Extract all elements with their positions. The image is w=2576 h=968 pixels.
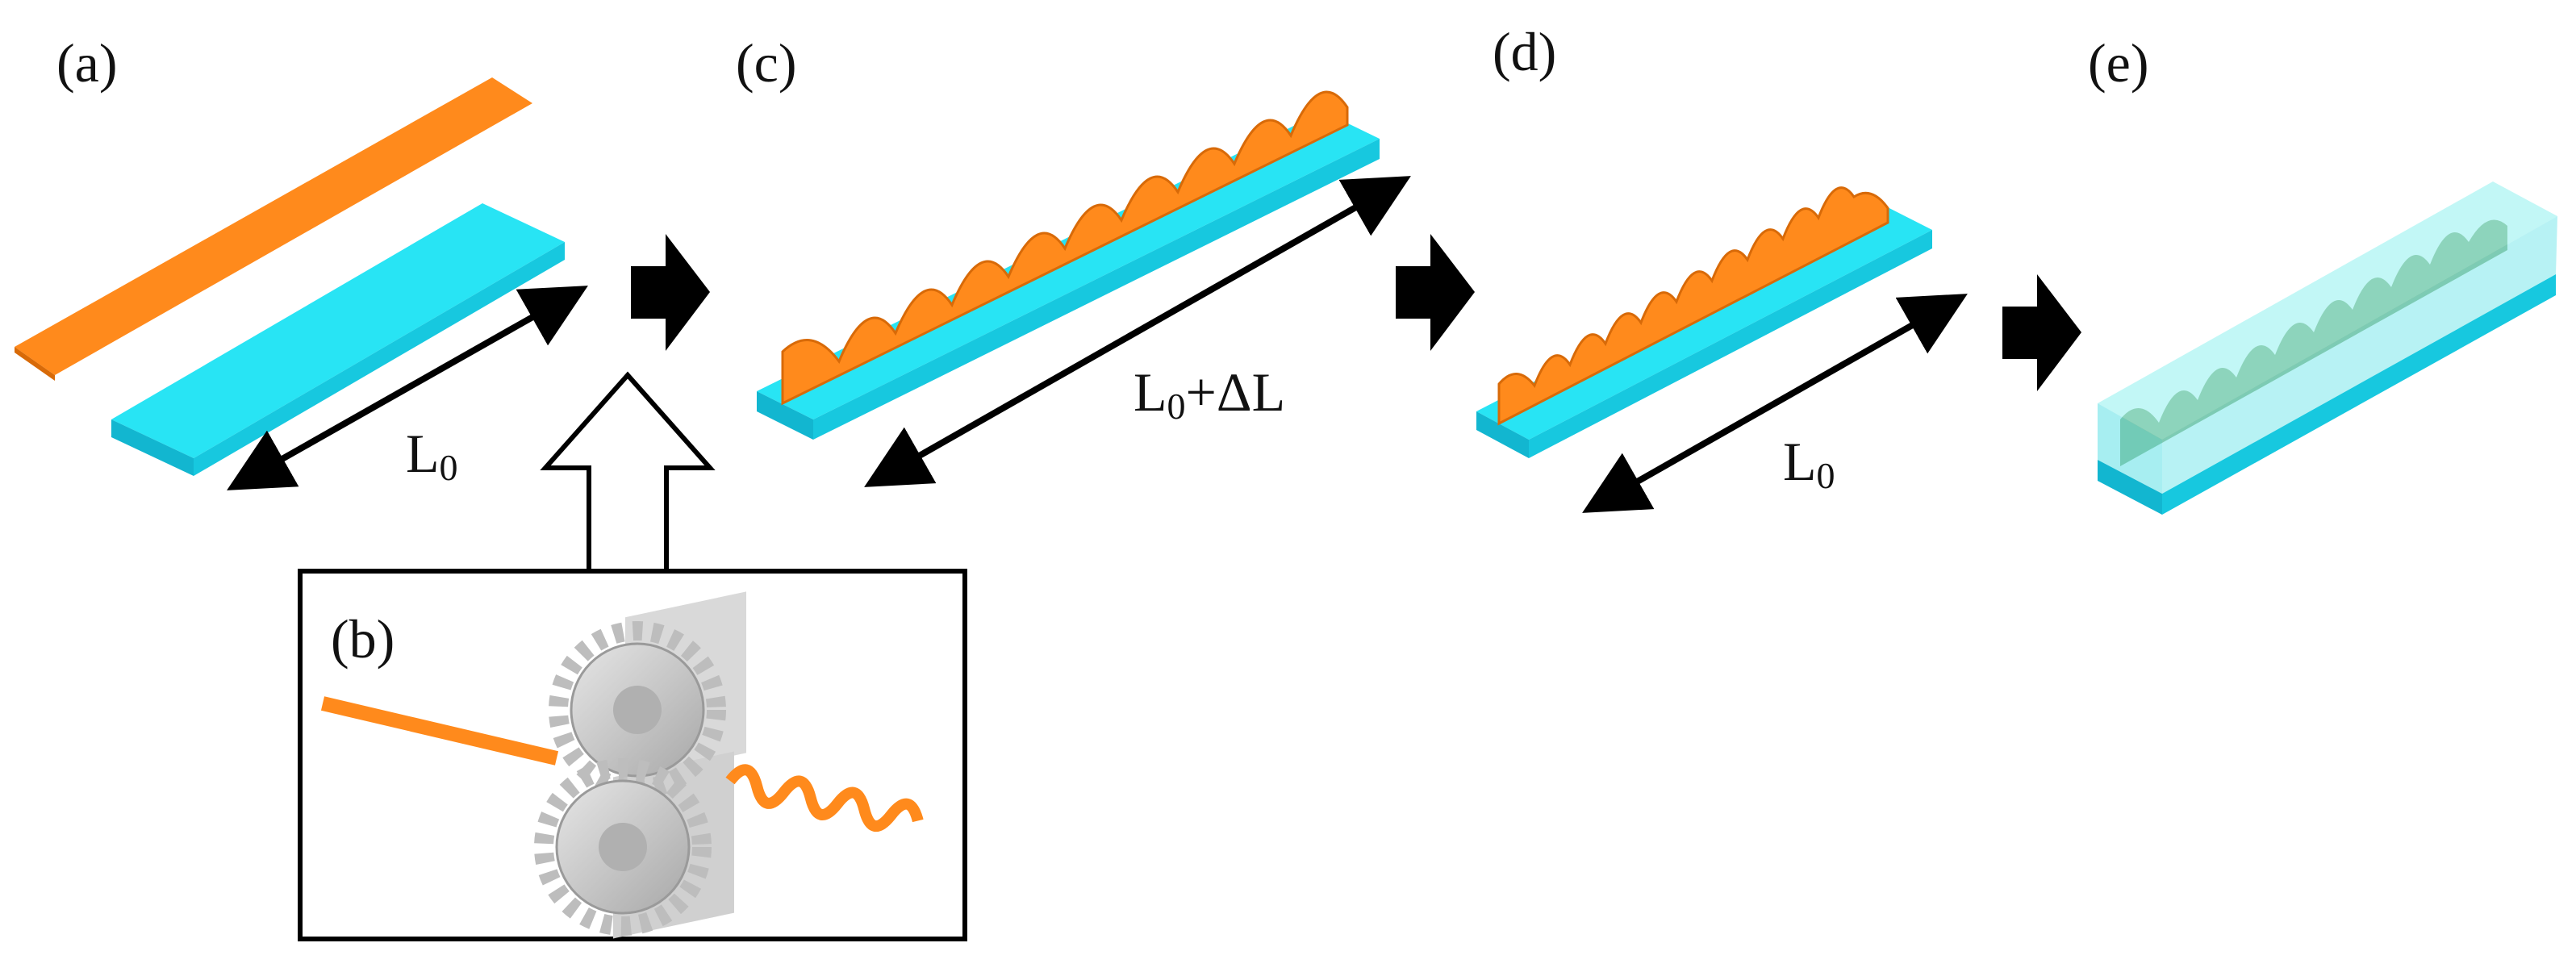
substrate-side: [111, 419, 194, 476]
panel-label-a: (a): [56, 32, 118, 94]
gear-roller-icon: [534, 758, 712, 936]
panel-label-b: (b): [331, 608, 395, 670]
length-arrow-d: [1582, 294, 1968, 513]
wavy-strip-output: [725, 764, 924, 832]
corrugated-strip: [1497, 186, 1889, 426]
dimension-label-a: L0: [406, 426, 458, 486]
dimension-base: L: [406, 423, 440, 484]
encapsulant-front: [2162, 216, 2557, 494]
dimension-base: L: [1783, 431, 1817, 492]
corrugated-strip: [781, 90, 1349, 406]
substrate-side: [1476, 411, 1529, 458]
dimension-label-c: L0+ΔL: [1134, 365, 1285, 425]
panel-c: [757, 90, 1411, 487]
process-arrow-icon: [2002, 274, 2081, 391]
panel-b: [298, 569, 967, 941]
panel-label-c: (c): [736, 32, 797, 94]
process-arrow-icon: [1396, 234, 1475, 351]
substrate-front: [813, 139, 1380, 440]
dimension-subscript: 0: [439, 447, 458, 488]
orange-strip: [15, 77, 532, 375]
panel-d: [1476, 186, 1968, 513]
encapsulant-side: [2098, 403, 2162, 494]
panel-a: [15, 77, 588, 490]
length-arrow-c: [864, 176, 1411, 487]
substrate-top: [1476, 203, 1932, 440]
substrate-side: [2098, 460, 2162, 515]
substrate-front: [2162, 274, 2556, 515]
substrate-side: [757, 391, 813, 440]
substrate-top: [111, 203, 565, 458]
dimension-label-d: L0: [1783, 434, 1835, 494]
encapsulant-top: [2098, 182, 2557, 440]
dimension-subscript: 0: [1167, 386, 1186, 427]
dimension-rest: +ΔL: [1185, 361, 1286, 423]
dimension-subscript: 0: [1816, 455, 1835, 496]
dimension-base: L: [1134, 361, 1167, 423]
callout-arrow-icon: [540, 371, 716, 574]
panel-e: [2098, 182, 2557, 515]
orange-strip-edge: [15, 347, 55, 381]
length-arrow-a: [227, 286, 588, 490]
process-arrow-icon: [631, 234, 710, 351]
panel-label-d: (d): [1493, 21, 1557, 82]
panel-label-e: (e): [2088, 32, 2149, 94]
flat-strip-feed: [320, 696, 559, 766]
